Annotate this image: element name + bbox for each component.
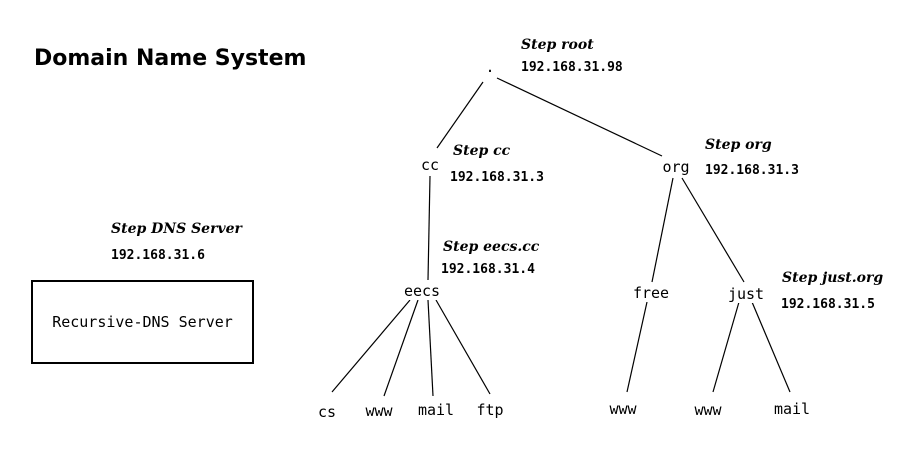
annotation-root-step: Step root	[521, 37, 594, 53]
annotation-just-ip: 192.168.31.5	[781, 297, 875, 312]
annotation-cc-ip: 192.168.31.3	[450, 170, 544, 185]
edge-free-www	[626, 301, 648, 393]
recursive-dns-server-label: Recursive-DNS Server	[52, 313, 233, 331]
edge-cc-eecs	[427, 175, 431, 281]
node-eecs: eecs	[401, 282, 443, 300]
edge-eecs-ftp	[435, 299, 491, 395]
node-eecs-mail: mail	[415, 401, 457, 419]
edge-root-org	[496, 77, 663, 157]
node-just: just	[725, 285, 767, 303]
annotation-cc-step: Step cc	[453, 143, 511, 159]
node-cs: cs	[315, 403, 339, 421]
node-ftp: ftp	[474, 401, 506, 419]
node-free-www: www	[607, 400, 639, 418]
edge-root-cc	[436, 81, 484, 149]
node-org: org	[660, 158, 692, 176]
annotation-eecs-ip: 192.168.31.4	[441, 262, 535, 277]
annotation-dns-server-step: Step DNS Server	[111, 221, 242, 237]
node-just-www: www	[692, 401, 724, 419]
edge-just-mail	[751, 301, 791, 393]
edge-just-www	[712, 301, 740, 393]
annotation-dns-server-ip: 192.168.31.6	[111, 248, 205, 263]
recursive-dns-server-box: Recursive-DNS Server	[31, 280, 254, 364]
node-just-mail: mail	[771, 400, 813, 418]
annotation-root-ip: 192.168.31.98	[521, 60, 623, 75]
edge-eecs-cs	[331, 299, 411, 393]
node-eecs-www: www	[363, 402, 395, 420]
annotation-org-ip: 192.168.31.3	[705, 163, 799, 178]
node-free: free	[630, 284, 672, 302]
node-root: .	[483, 58, 497, 76]
annotation-just-step: Step just.org	[782, 270, 884, 286]
edge-org-free	[651, 177, 674, 283]
annotation-eecs-step: Step eecs.cc	[443, 239, 540, 255]
edge-eecs-www	[383, 299, 419, 397]
node-cc: cc	[418, 156, 442, 174]
annotation-org-step: Step org	[705, 137, 772, 153]
edge-eecs-mail	[427, 299, 434, 397]
edge-org-just	[681, 177, 745, 283]
diagram-title: Domain Name System	[34, 46, 307, 71]
